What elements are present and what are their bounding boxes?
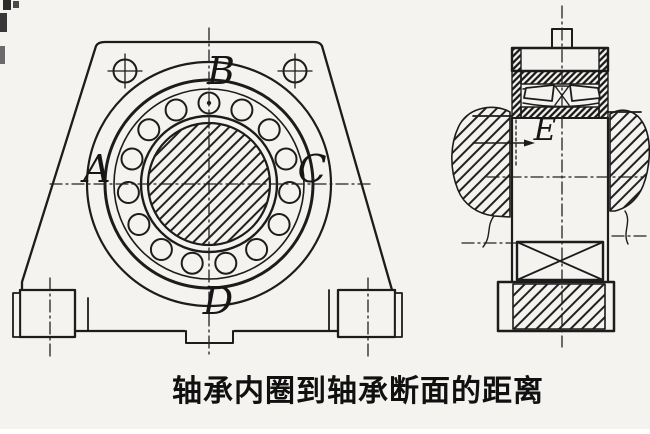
outer-ring-section: [520, 70, 600, 85]
label-e: E: [533, 112, 557, 148]
label-c: C: [297, 147, 326, 191]
label-a: A: [80, 147, 110, 191]
left-break-wavy-line: [482, 215, 495, 248]
figure-caption: 轴承内圈到轴承断面的距离: [172, 375, 544, 408]
right-break-section: [609, 109, 650, 212]
right-bolt-hole-icon: [277, 53, 313, 89]
left-foot-boss: [18, 288, 77, 339]
right-foot-boss: [336, 288, 397, 339]
scan-artifacts: [0, 0, 19, 64]
label-d: D: [202, 279, 233, 323]
right-foot-tab: [394, 292, 403, 338]
left-roller: [523, 84, 555, 102]
dimension-e-arrow: [472, 119, 535, 168]
right-break-wavy-line: [624, 210, 629, 245]
bearing-top-cover: [510, 46, 610, 73]
left-break-section: [451, 106, 511, 218]
side-view-centerlines: [461, 5, 649, 348]
right-roller: [569, 84, 601, 102]
right-wall-strip: [598, 47, 609, 119]
side-section-view: [451, 5, 650, 348]
left-wall-strip: [511, 47, 522, 119]
bearing-symbol-box: [515, 240, 605, 282]
label-b: B: [206, 49, 235, 93]
left-foot-tab: [12, 292, 21, 338]
bearing-seat-hatched: [512, 283, 606, 330]
left-bolt-hole-icon: [107, 53, 143, 89]
front-view-centerlines: [49, 27, 375, 357]
front-view-pillow-block: [12, 27, 403, 357]
